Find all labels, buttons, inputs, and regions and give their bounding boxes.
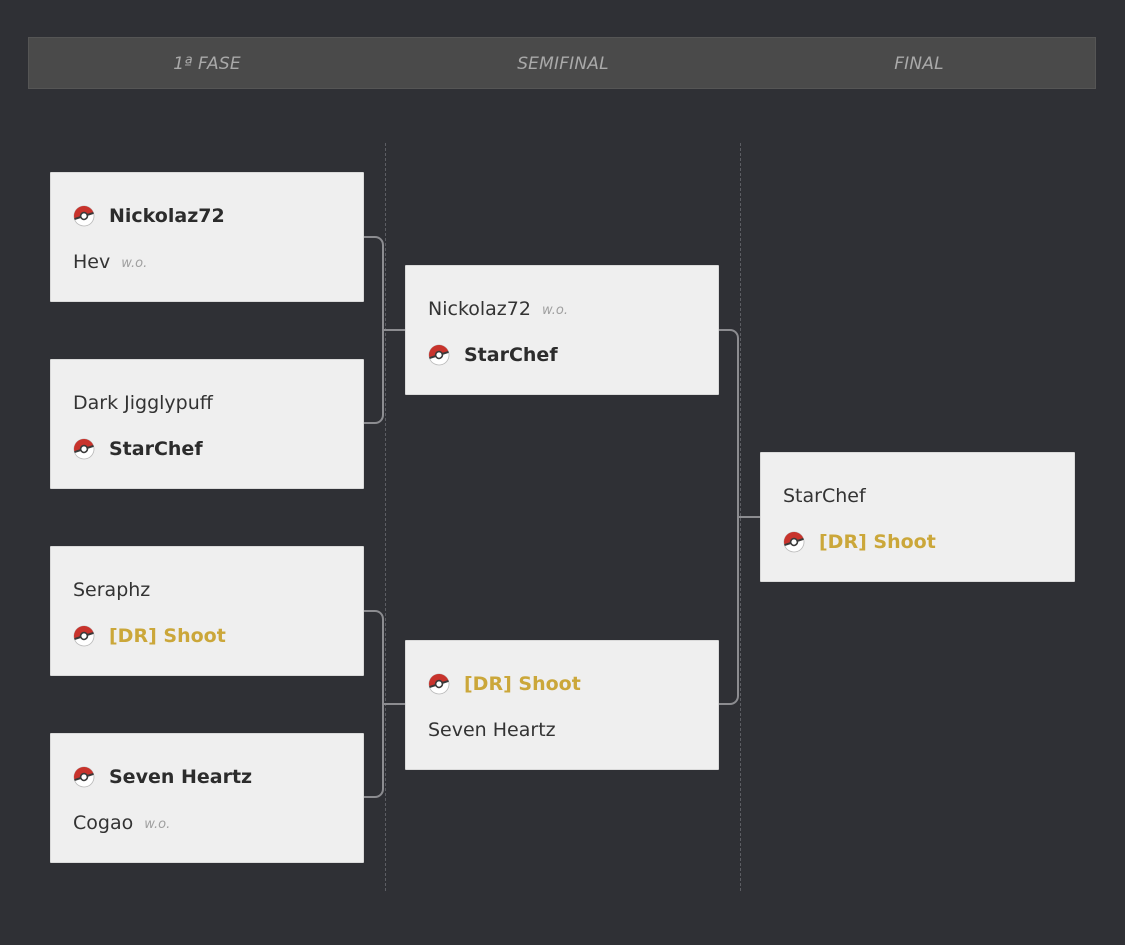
player-name: Dark Jigglypuff xyxy=(73,392,213,414)
player-loser[interactable]: Nickolaz72 w.o. xyxy=(428,294,568,324)
player-loser[interactable]: Hev w.o. xyxy=(73,247,147,277)
match-card-semifinal-1[interactable]: Nickolaz72 w.o. StarChef xyxy=(405,265,719,395)
player-loser[interactable]: StarChef xyxy=(783,481,866,511)
bracket-connector xyxy=(363,610,384,798)
player-name: StarChef xyxy=(464,344,558,366)
bracket-connector xyxy=(718,329,739,705)
bracket-connector xyxy=(383,329,405,331)
player-name: [DR] Shoot xyxy=(109,625,226,647)
player-name: StarChef xyxy=(783,485,866,507)
walkover-badge: w.o. xyxy=(121,255,148,271)
player-loser[interactable]: Seraphz xyxy=(73,575,150,605)
pokeball-icon xyxy=(73,625,95,647)
player-loser[interactable]: Seven Heartz xyxy=(428,715,556,745)
bracket-connector xyxy=(738,516,760,518)
player-name: Seven Heartz xyxy=(428,719,556,741)
round-label-final: FINAL xyxy=(894,54,944,74)
player-winner[interactable]: Nickolaz72 xyxy=(73,201,225,231)
player-name: Seven Heartz xyxy=(109,766,253,788)
match-card-round1-4[interactable]: Seven Heartz Cogao w.o. xyxy=(50,733,364,863)
match-card-round1-2[interactable]: Dark Jigglypuff StarChef xyxy=(50,359,364,489)
player-winner[interactable]: [DR] Shoot xyxy=(783,527,936,557)
player-winner[interactable]: StarChef xyxy=(428,340,558,370)
player-winner[interactable]: Seven Heartz xyxy=(73,762,252,792)
pokeball-icon xyxy=(73,438,95,460)
player-name: StarChef xyxy=(109,438,203,460)
walkover-badge: w.o. xyxy=(541,302,568,318)
player-name: Nickolaz72 xyxy=(428,298,531,320)
rounds-header: 1ª FASE SEMIFINAL FINAL xyxy=(28,37,1096,89)
player-name: Seraphz xyxy=(73,579,151,601)
walkover-badge: w.o. xyxy=(144,816,171,832)
player-winner[interactable]: [DR] Shoot xyxy=(73,621,226,651)
pokeball-icon xyxy=(783,531,805,553)
round-label-first: 1ª FASE xyxy=(173,54,241,74)
player-loser[interactable]: Dark Jigglypuff xyxy=(73,388,213,418)
player-winner[interactable]: StarChef xyxy=(73,434,203,464)
pokeball-icon xyxy=(73,205,95,227)
player-name: Cogao xyxy=(73,812,134,834)
pokeball-icon xyxy=(73,766,95,788)
round-label-semifinal: SEMIFINAL xyxy=(517,54,609,74)
pokeball-icon xyxy=(428,673,450,695)
player-name: [DR] Shoot xyxy=(464,673,581,695)
pokeball-icon xyxy=(428,344,450,366)
match-card-semifinal-2[interactable]: [DR] Shoot Seven Heartz xyxy=(405,640,719,770)
player-loser[interactable]: Cogao w.o. xyxy=(73,808,170,838)
player-name: [DR] Shoot xyxy=(819,531,936,553)
match-card-final[interactable]: StarChef [DR] Shoot xyxy=(760,452,1075,582)
player-name: Nickolaz72 xyxy=(109,205,225,227)
player-name: Hev xyxy=(73,251,111,273)
bracket-connector xyxy=(363,236,384,424)
column-divider xyxy=(385,143,386,891)
player-winner[interactable]: [DR] Shoot xyxy=(428,669,581,699)
match-card-round1-3[interactable]: Seraphz [DR] Shoot xyxy=(50,546,364,676)
bracket-connector xyxy=(383,703,405,705)
match-card-round1-1[interactable]: Nickolaz72 Hev w.o. xyxy=(50,172,364,302)
